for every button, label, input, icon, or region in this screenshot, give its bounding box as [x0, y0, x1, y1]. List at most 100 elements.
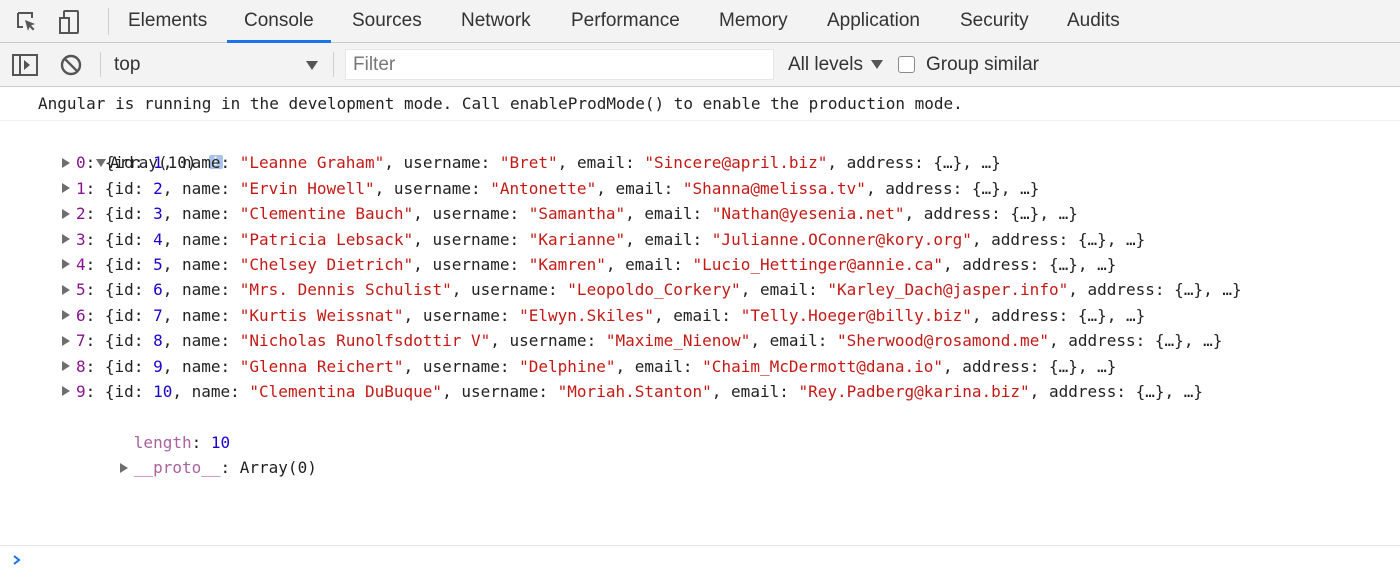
value-username: "Bret" [499, 153, 558, 173]
collapse-triangle-icon[interactable] [119, 462, 128, 473]
key-id: id: [114, 280, 154, 300]
context-selector[interactable]: top [114, 43, 324, 86]
array-entry-row[interactable]: 0: {id: 1, name: "Leanne Graham", userna… [0, 150, 1400, 175]
value-username: "Maxime_Nienow" [605, 331, 751, 351]
punct: , [162, 178, 182, 198]
punct: , address: {…}, …} [865, 178, 1040, 198]
tab-memory[interactable]: Memory [719, 10, 788, 31]
group-similar-checkbox[interactable] [898, 56, 915, 73]
tab-network[interactable]: Network [461, 10, 531, 31]
key-email: email: [615, 178, 683, 198]
key-id: id: [114, 204, 154, 224]
value-id: 5 [153, 254, 163, 274]
value-username: "Karianne" [528, 229, 626, 249]
punct: : { [85, 381, 115, 401]
expand-triangle-icon[interactable] [62, 208, 70, 219]
punct: : { [85, 305, 115, 325]
key-name: name: [181, 305, 240, 325]
info-icon[interactable]: i [208, 154, 223, 169]
value-email: "Sherwood@rosamond.me" [837, 331, 1049, 351]
key-username: username: [461, 381, 558, 401]
expand-triangle-icon[interactable] [62, 259, 70, 270]
value-email: "Lucio_Hettinger@annie.ca" [692, 254, 943, 274]
key-name: name: [181, 280, 240, 300]
array-entry-row[interactable]: 6: {id: 7, name: "Kurtis Weissnat", user… [0, 303, 1400, 328]
punct: , address: {…}, …} [904, 204, 1078, 224]
punct: , [413, 229, 433, 249]
expand-triangle-icon[interactable] [62, 183, 70, 194]
expand-triangle-icon[interactable] [62, 386, 70, 397]
entry-index: 8 [76, 356, 86, 376]
punct: , address: {…}, …} [1048, 331, 1223, 351]
array-entry-row[interactable]: 1: {id: 2, name: "Ervin Howell", usernam… [0, 176, 1400, 201]
punct: , address: {…}, …} [971, 229, 1146, 249]
expand-triangle-icon[interactable] [62, 157, 70, 168]
value-username: "Delphine" [519, 356, 616, 376]
expand-triangle-icon[interactable] [62, 310, 70, 321]
punct: , [162, 280, 182, 300]
key-username: username: [509, 331, 606, 351]
value-email: "Nathan@yesenia.net" [711, 204, 905, 224]
punct: : { [85, 153, 115, 173]
punct: , address: {…}, …} [943, 356, 1117, 376]
value-name: "Kurtis Weissnat" [239, 305, 404, 325]
key-username: username: [432, 229, 529, 249]
tab-console[interactable]: Console [227, 0, 331, 43]
array-header[interactable]: Array(10)i [0, 125, 1400, 172]
value-id: 3 [153, 204, 163, 224]
tab-application[interactable]: Application [827, 10, 920, 31]
expand-triangle-icon[interactable] [95, 158, 106, 167]
punct: , [625, 204, 645, 224]
array-entry-row[interactable]: 9: {id: 10, name: "Clementina DuBuque", … [0, 379, 1400, 404]
expand-triangle-icon[interactable] [62, 361, 70, 372]
expand-triangle-icon[interactable] [62, 284, 70, 295]
punct: , [162, 254, 182, 274]
key-id: id: [114, 153, 154, 173]
array-entry-row[interactable]: 4: {id: 5, name: "Chelsey Dietrich", use… [0, 252, 1400, 277]
key-email: email: [634, 356, 703, 376]
device-toolbar-icon[interactable] [55, 0, 85, 43]
value-name: "Glenna Reichert" [239, 356, 404, 376]
tab-elements[interactable]: Elements [128, 10, 208, 31]
value-name: "Ervin Howell" [239, 178, 375, 198]
array-entry-row[interactable]: 2: {id: 3, name: "Clementine Bauch", use… [0, 201, 1400, 226]
clear-console-icon[interactable] [60, 43, 82, 86]
entry-index: 2 [76, 204, 86, 224]
tab-sources[interactable]: Sources [352, 10, 422, 31]
expand-triangle-icon[interactable] [62, 335, 70, 346]
value-name: "Patricia Lebsack" [239, 229, 414, 249]
key-email: email: [731, 381, 799, 401]
expand-triangle-icon[interactable] [62, 234, 70, 245]
key-name: name: [181, 254, 240, 274]
array-entry-row[interactable]: 5: {id: 6, name: "Mrs. Dennis Schulist",… [0, 277, 1400, 302]
show-sidebar-icon[interactable] [12, 43, 38, 86]
tab-audits[interactable]: Audits [1067, 10, 1120, 31]
array-entry-row[interactable]: 3: {id: 4, name: "Patricia Lebsack", use… [0, 227, 1400, 252]
punct: , [750, 331, 770, 351]
value-username: "Antonette" [490, 178, 597, 198]
tab-performance[interactable]: Performance [571, 10, 680, 31]
punct: : { [85, 280, 115, 300]
group-similar-toggle[interactable]: Group similar [898, 43, 1039, 86]
key-name: name: [181, 178, 240, 198]
proto-property[interactable]: __proto__: Array(0) [0, 430, 1400, 477]
value-username: "Moriah.Stanton" [557, 381, 712, 401]
punct: , [162, 153, 182, 173]
tab-security[interactable]: Security [960, 10, 1029, 31]
punct: , [442, 381, 462, 401]
key-email: email: [759, 280, 828, 300]
console-prompt-row[interactable] [0, 545, 1400, 578]
punct: , address: {…}, …} [1029, 381, 1204, 401]
levels-dropdown-arrow-icon [870, 60, 883, 69]
array-entry-row[interactable]: 8: {id: 9, name: "Glenna Reichert", user… [0, 354, 1400, 379]
inspect-element-icon[interactable] [12, 0, 42, 43]
punct: : { [85, 331, 115, 351]
array-entry-row[interactable]: 7: {id: 8, name: "Nicholas Runolfsdottir… [0, 328, 1400, 353]
filter-input[interactable] [345, 49, 774, 80]
key-id: id: [114, 305, 154, 325]
value-name: "Nicholas Runolfsdottir V" [239, 331, 491, 351]
log-levels-dropdown[interactable]: All levels [788, 43, 883, 86]
value-username: "Kamren" [528, 254, 606, 274]
entry-index: 9 [76, 381, 86, 401]
length-key: length [133, 432, 192, 452]
